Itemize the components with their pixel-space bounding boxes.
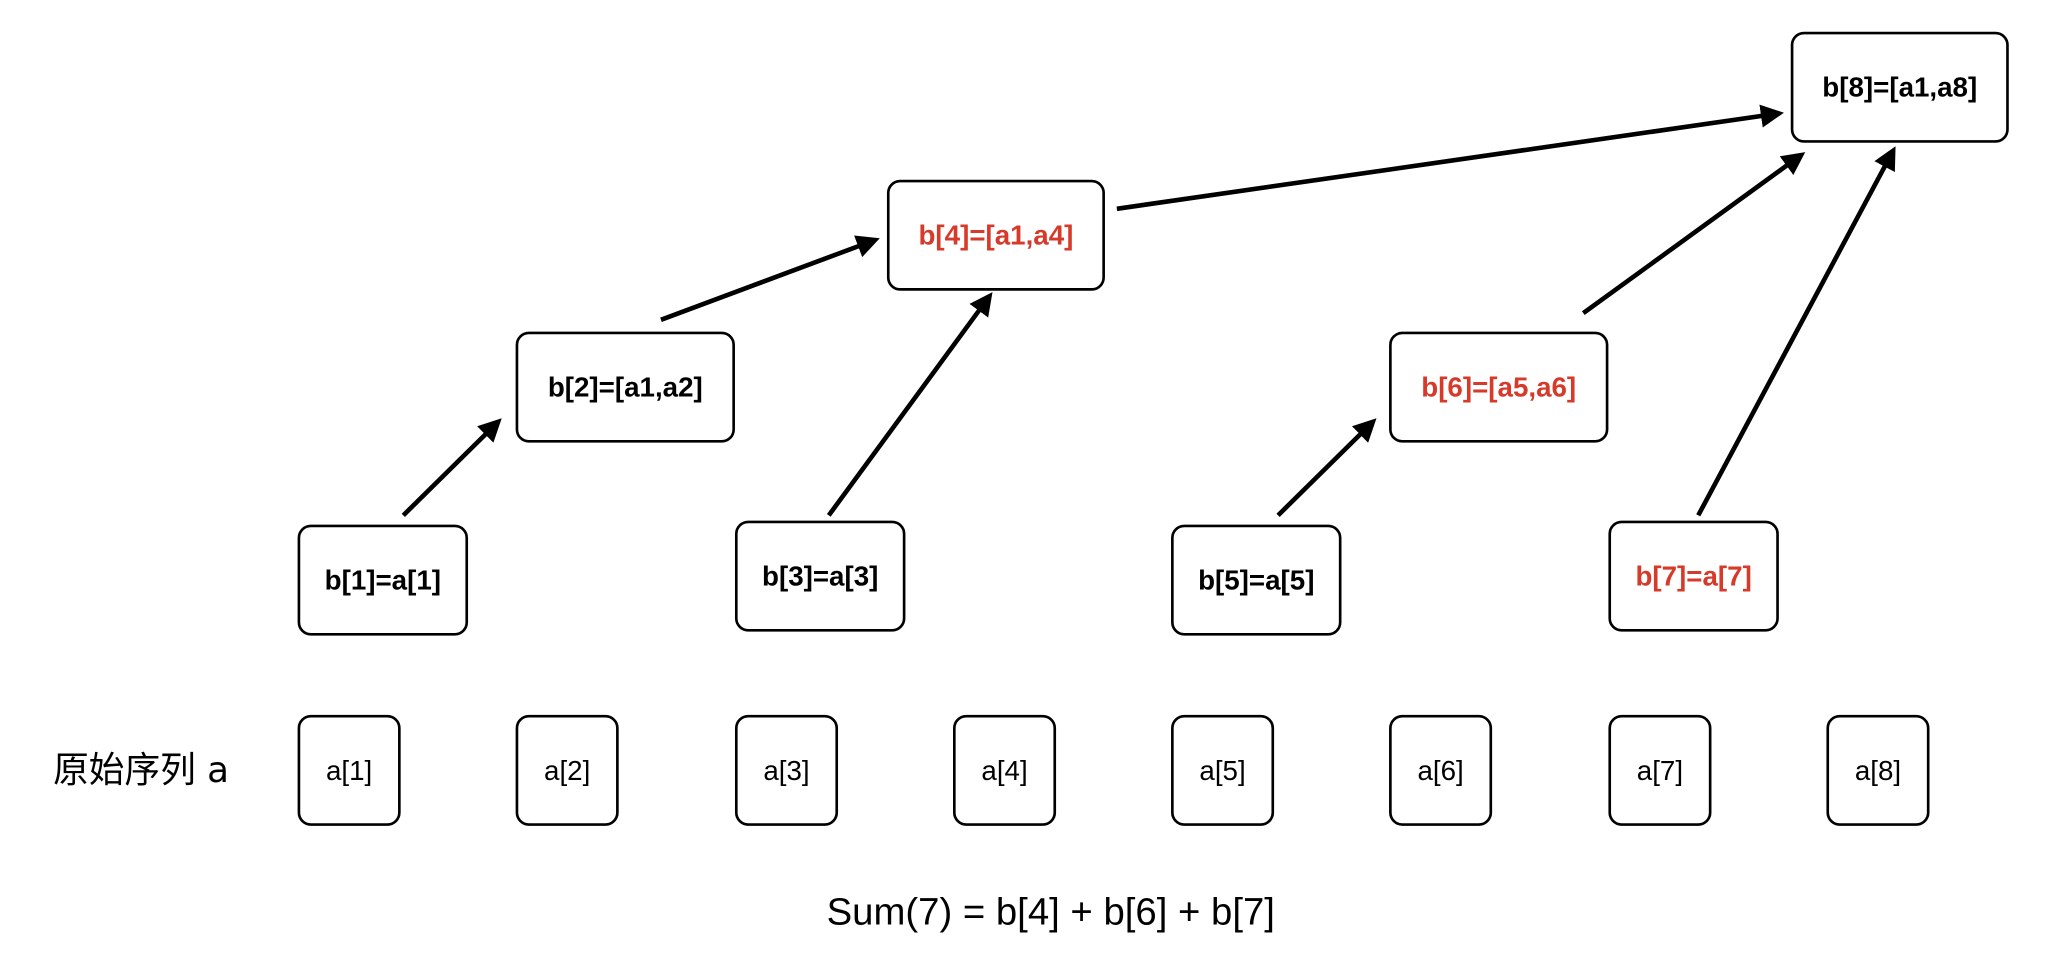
tree-node-b6: b[6]=[a5,a6] <box>1389 331 1609 443</box>
sequence-a8: a[8] <box>1826 714 1930 826</box>
sequence-a4: a[4] <box>953 714 1057 826</box>
cell-label: a[4] <box>981 755 1027 786</box>
sequence-label: 原始序列 a <box>53 750 229 791</box>
cell-label: a[2] <box>544 755 590 786</box>
arrow-b4-to-b8 <box>1116 104 1784 212</box>
sequence-a2: a[2] <box>515 714 619 826</box>
tree-node-b7: b[7]=a[7] <box>1608 520 1779 632</box>
tree-node-b2: b[2]=[a1,a2] <box>515 331 735 443</box>
node-label: b[6]=[a5,a6] <box>1421 372 1576 403</box>
arrow-b5-to-b6 <box>1276 418 1377 517</box>
node-label: b[1]=a[1] <box>325 565 441 596</box>
arrow-b6-to-b8 <box>1581 152 1806 316</box>
cell-label: a[3] <box>763 755 809 786</box>
cell-label: a[5] <box>1199 755 1245 786</box>
tree-node-b5: b[5]=a[5] <box>1171 524 1342 636</box>
arrow-b3-to-b4 <box>826 292 993 517</box>
arrow-b1-to-b2 <box>401 418 502 517</box>
node-label: b[7]=a[7] <box>1635 561 1751 592</box>
tree-node-b3: b[3]=a[3] <box>734 520 906 632</box>
cell-label: a[6] <box>1417 755 1463 786</box>
cell-label: a[1] <box>326 755 372 786</box>
arrow-b7-to-b8 <box>1696 146 1896 517</box>
tree-node-b1: b[1]=a[1] <box>297 524 469 636</box>
sequence-a1: a[1] <box>297 714 401 826</box>
node-label: b[5]=a[5] <box>1198 565 1314 596</box>
cell-label: a[8] <box>1855 755 1901 786</box>
arrow-b2-to-b4 <box>660 235 880 322</box>
tree-node-b4: b[4]=[a1,a4] <box>886 179 1105 291</box>
node-label: b[8]=[a1,a8] <box>1822 72 1977 103</box>
node-label: b[4]=[a1,a4] <box>918 220 1073 251</box>
sequence-a5: a[5] <box>1171 714 1275 826</box>
sequence-a7: a[7] <box>1608 714 1712 826</box>
tree-node-b8: b[8]=[a1,a8] <box>1790 31 2009 143</box>
node-label: b[2]=[a1,a2] <box>548 372 703 403</box>
sequence-a3: a[3] <box>734 714 839 826</box>
sequence-a6: a[6] <box>1389 714 1493 826</box>
cell-label: a[7] <box>1637 755 1683 786</box>
sum-formula: Sum(7) = b[4] + b[6] + b[7] <box>827 890 1275 933</box>
node-label: b[3]=a[3] <box>762 561 878 592</box>
